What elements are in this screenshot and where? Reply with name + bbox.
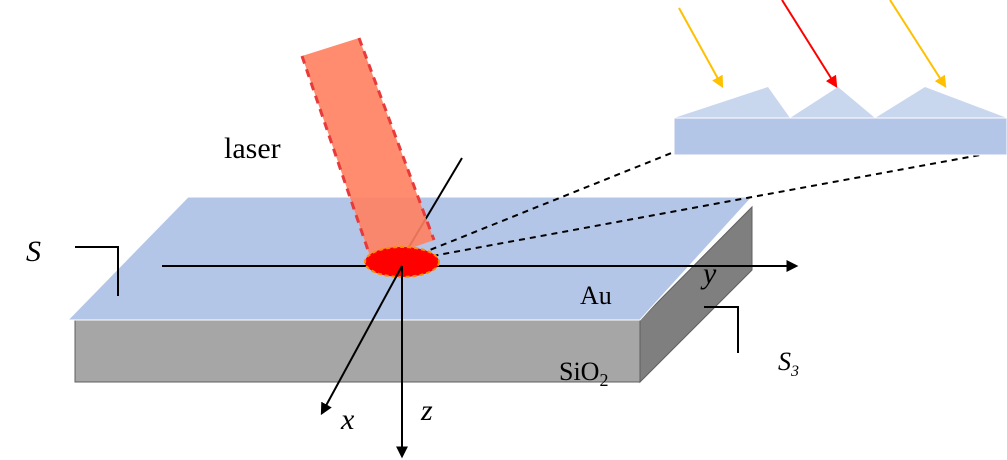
zoom-line-upper xyxy=(399,151,675,263)
zoom-line-lower xyxy=(399,149,1007,263)
s3-main: S xyxy=(778,347,791,376)
y-axis-label: y xyxy=(700,257,717,290)
sio2-label: SiO2 xyxy=(559,357,608,390)
s-label-left: S xyxy=(26,235,41,268)
section-marker-s3-right xyxy=(704,306,739,353)
x-axis-label: x xyxy=(340,403,355,436)
au-label: Au xyxy=(580,281,612,310)
substrate-side-face xyxy=(639,205,753,384)
substrate-front-face xyxy=(74,319,641,383)
grating-inset-icon xyxy=(673,0,1007,156)
s3-subscript: 3 xyxy=(790,363,799,380)
z-axis-label: z xyxy=(420,394,433,427)
laser-beam-icon xyxy=(300,37,436,263)
x-axis xyxy=(320,265,403,416)
laser-label: laser xyxy=(224,132,281,165)
section-marker-s-left xyxy=(75,246,119,296)
s3-label: S3 xyxy=(778,347,799,380)
sio2-subscript: 2 xyxy=(599,370,608,390)
sio2-main: SiO xyxy=(559,357,599,386)
